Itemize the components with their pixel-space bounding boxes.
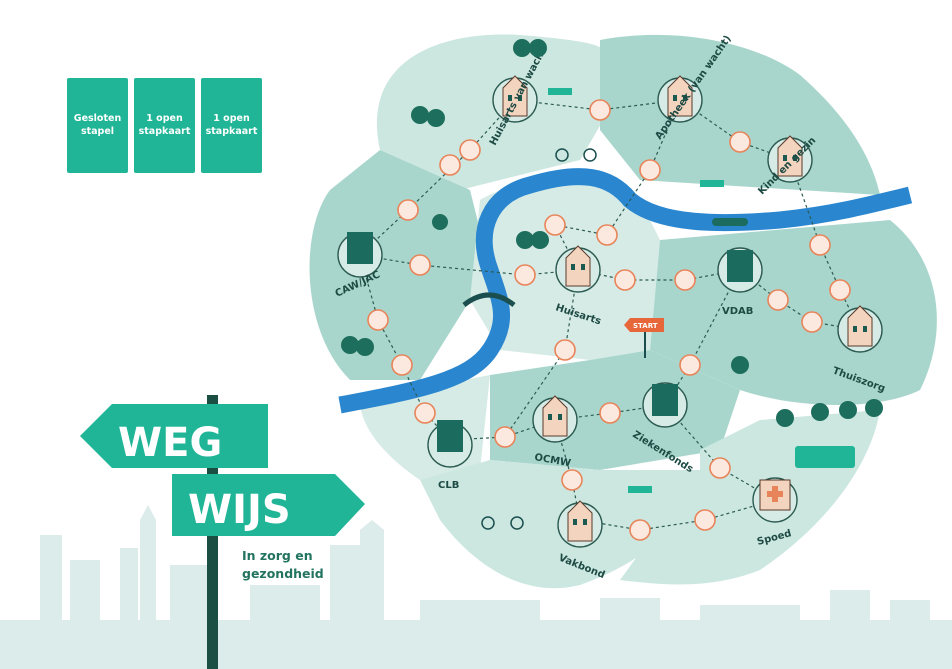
sign-word-wijs: WIJS: [188, 487, 291, 533]
step-space[interactable]: [639, 159, 661, 181]
sign-word-weg: WEG: [118, 420, 222, 466]
decorations: [341, 39, 883, 530]
bench-icon: [700, 180, 724, 187]
city-skyline: [0, 505, 952, 669]
house-icon: [667, 75, 693, 117]
office-building-icon: [347, 232, 373, 264]
signpost: WEG WIJS In zorg en gezondheid: [80, 395, 365, 669]
step-space[interactable]: [829, 279, 851, 301]
place-label: CLB: [438, 480, 459, 491]
step-space[interactable]: [391, 354, 413, 376]
card-text-line2: stapel: [80, 125, 115, 137]
step-space[interactable]: [409, 254, 431, 276]
river: [338, 168, 913, 414]
house-icon: [542, 395, 568, 437]
step-space[interactable]: [561, 469, 583, 491]
place-ocmw[interactable]: OCMW: [532, 395, 578, 469]
step-space[interactable]: [589, 99, 611, 121]
place-label: VDAB: [722, 306, 753, 317]
step-space[interactable]: [439, 154, 461, 176]
bicycle-icon: [481, 148, 597, 530]
step-space[interactable]: [397, 199, 419, 221]
step-space[interactable]: [554, 339, 576, 361]
step-space[interactable]: [414, 402, 436, 424]
step-space[interactable]: [614, 269, 636, 291]
bridge-icon: [462, 292, 516, 308]
step-space[interactable]: [459, 139, 481, 161]
step-spaces: [367, 99, 851, 541]
place-nodes: Huisarts van wacht Apotheek (van wacht) …: [334, 34, 887, 581]
step-space[interactable]: [494, 426, 516, 448]
bench-icon: [548, 88, 572, 95]
step-space[interactable]: [367, 309, 389, 331]
subtitle-line1: In zorg en: [242, 548, 313, 563]
office-building-icon: [652, 384, 678, 416]
step-space[interactable]: [809, 234, 831, 256]
house-icon: [565, 245, 591, 287]
card-text-line1: 1 open: [146, 112, 183, 124]
house-icon: [847, 305, 873, 347]
map-land: [309, 34, 937, 589]
step-space[interactable]: [767, 289, 789, 311]
place-clb[interactable]: CLB: [427, 420, 473, 491]
step-space[interactable]: [629, 519, 651, 541]
step-space[interactable]: [514, 264, 536, 286]
place-spoed[interactable]: Spoed: [752, 477, 798, 548]
office-building-icon: [437, 420, 463, 452]
card-text-line1: 1 open: [213, 112, 250, 124]
tree-icon: [341, 39, 883, 427]
boat-icon: [712, 218, 748, 226]
step-space[interactable]: [729, 131, 751, 153]
subtitle-line2: gezondheid: [242, 566, 324, 581]
step-space[interactable]: [599, 402, 621, 424]
step-space[interactable]: [801, 311, 823, 333]
step-space[interactable]: [709, 457, 731, 479]
card-text-line2: stapkaart: [138, 125, 191, 137]
step-space[interactable]: [694, 509, 716, 531]
start-marker[interactable]: START: [624, 318, 664, 358]
step-space[interactable]: [679, 354, 701, 376]
house-icon: [777, 135, 803, 177]
card-text-line1: Gesloten: [73, 112, 122, 124]
house-icon: [502, 75, 528, 117]
bench-icon: [628, 486, 652, 493]
card-text-line2: stapkaart: [205, 125, 258, 137]
step-space[interactable]: [674, 269, 696, 291]
start-label: START: [633, 322, 658, 330]
step-space[interactable]: [544, 214, 566, 236]
place-vdab[interactable]: VDAB: [717, 247, 763, 317]
house-icon: [567, 500, 593, 542]
tram-icon: [795, 446, 855, 468]
step-space[interactable]: [596, 224, 618, 246]
office-building-icon: [727, 250, 753, 282]
